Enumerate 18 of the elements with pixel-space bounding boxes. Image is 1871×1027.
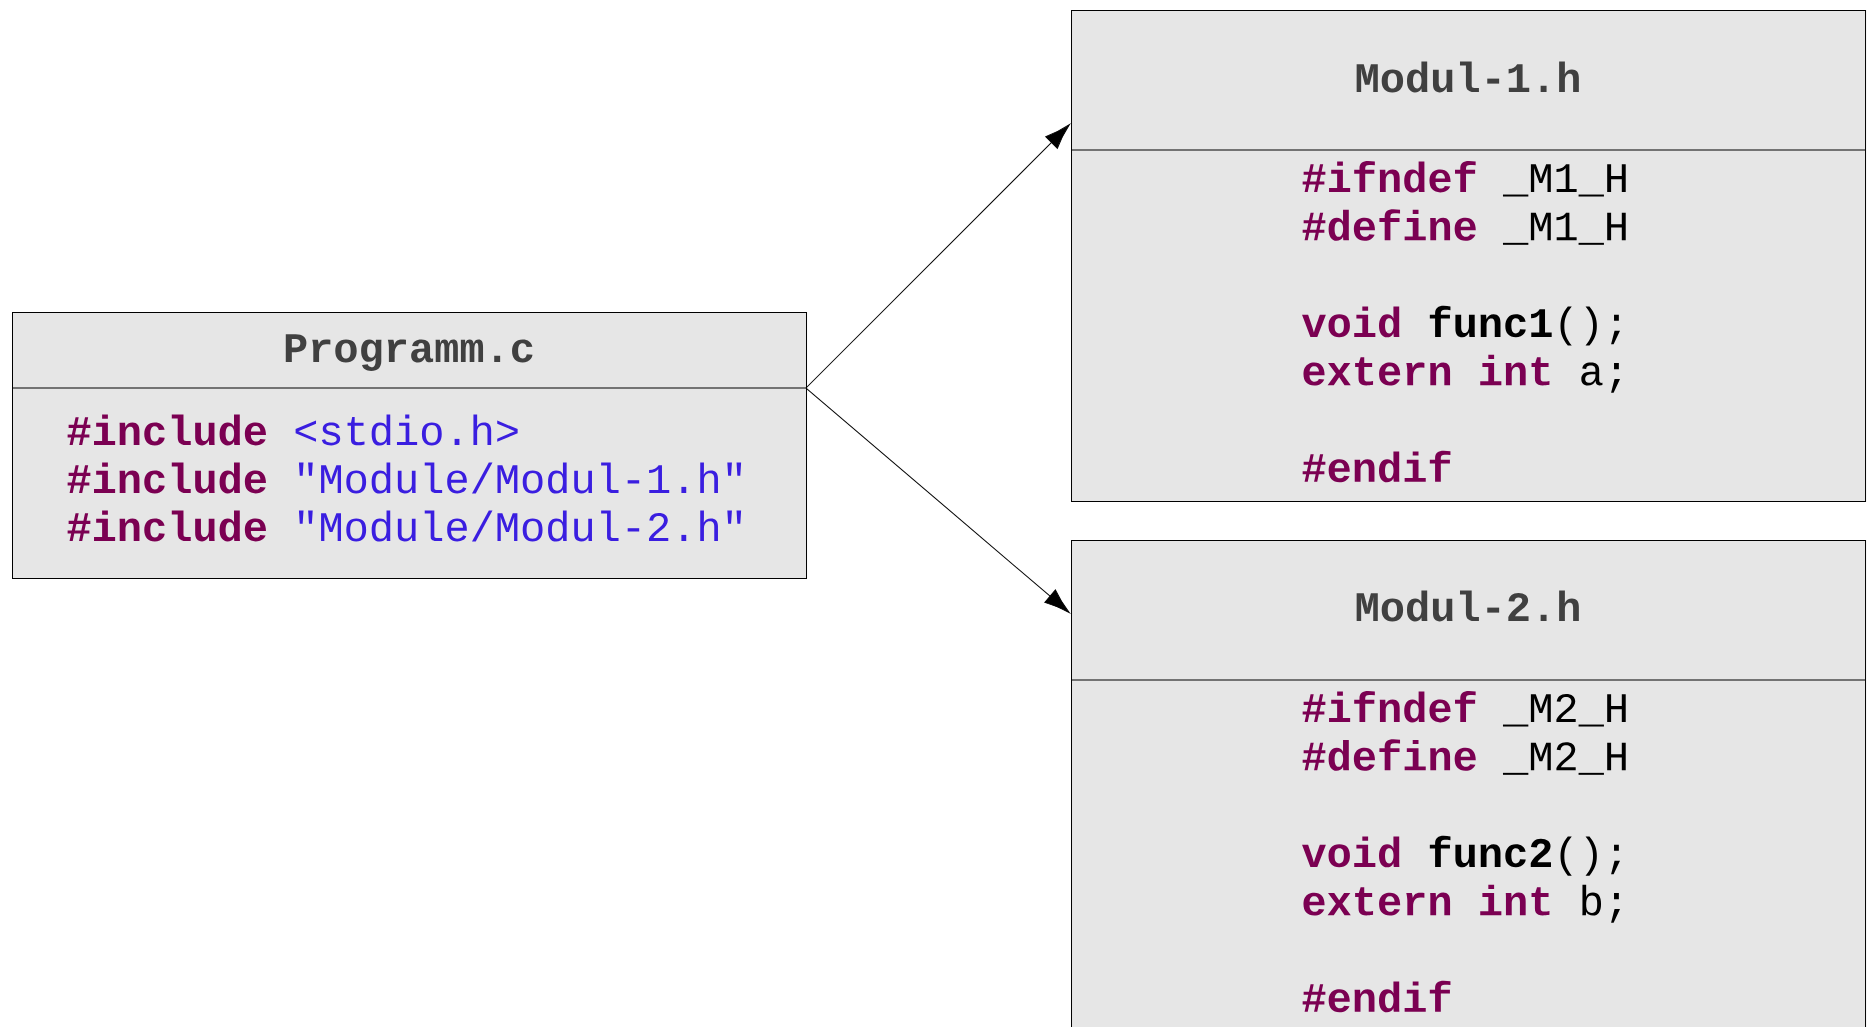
code-line: #define _M1_H	[1302, 209, 1626, 245]
code-line: void func1();	[1302, 305, 1620, 346]
arrow	[805, 387, 1070, 613]
code-line: #include "Module/Modul-2.h"	[67, 510, 742, 542]
code-line: extern int a;	[1303, 354, 1620, 393]
code-line: #ifndef _M1_H	[1302, 160, 1626, 197]
code-line: #include <stdio.h>	[67, 414, 518, 446]
code-line: #ifndef _M2_H	[1302, 690, 1626, 727]
code-line: void func2();	[1302, 835, 1620, 876]
file-name-heading: Modul-2.h	[1356, 590, 1579, 622]
code-line: #include "Module/Modul-1.h"	[67, 462, 742, 494]
arrow	[805, 124, 1070, 389]
code-line: #endif	[1302, 450, 1451, 483]
code-line: #endif	[1302, 980, 1451, 1013]
file-name-heading: Programm.c	[285, 334, 533, 371]
code-line: extern int b;	[1303, 884, 1620, 923]
code-line: #define _M2_H	[1302, 739, 1626, 775]
file-name-heading: Modul-1.h	[1356, 61, 1579, 93]
